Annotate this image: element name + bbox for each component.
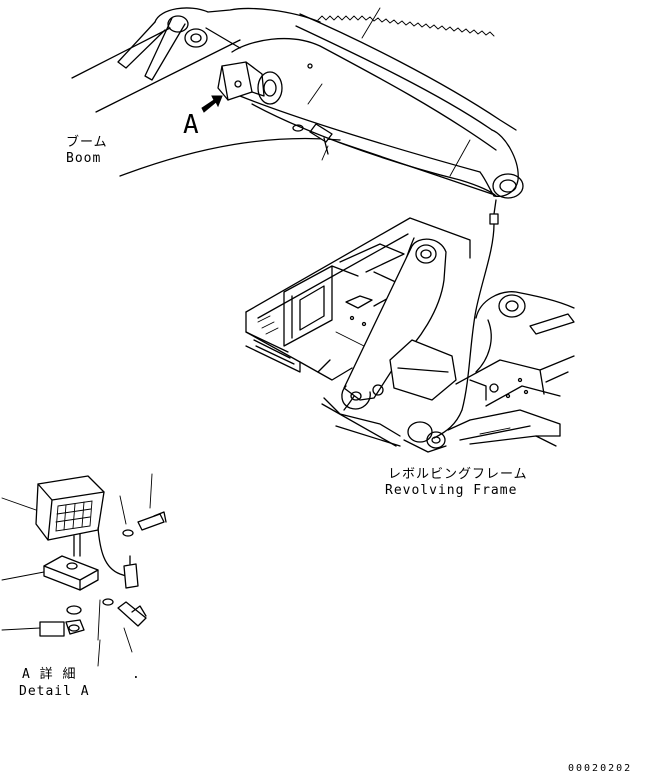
boom	[71, 7, 524, 199]
detail-a-label-ja: A 詳 細	[22, 667, 77, 682]
revolving-frame	[245, 217, 575, 453]
detail-dot: .	[132, 667, 141, 682]
view-a-letter: A	[183, 110, 199, 140]
boom-label-en: Boom	[66, 151, 102, 166]
boom-label-ja: ブーム	[66, 135, 108, 150]
drawing-number: 00020202	[568, 763, 633, 774]
detail-a-view	[1, 473, 167, 667]
detail-a-label-en: Detail A	[19, 684, 90, 699]
revolving-frame-label-en: Revolving Frame	[385, 483, 518, 498]
revolving-frame-label-ja: レボルビングフレーム	[388, 467, 528, 482]
